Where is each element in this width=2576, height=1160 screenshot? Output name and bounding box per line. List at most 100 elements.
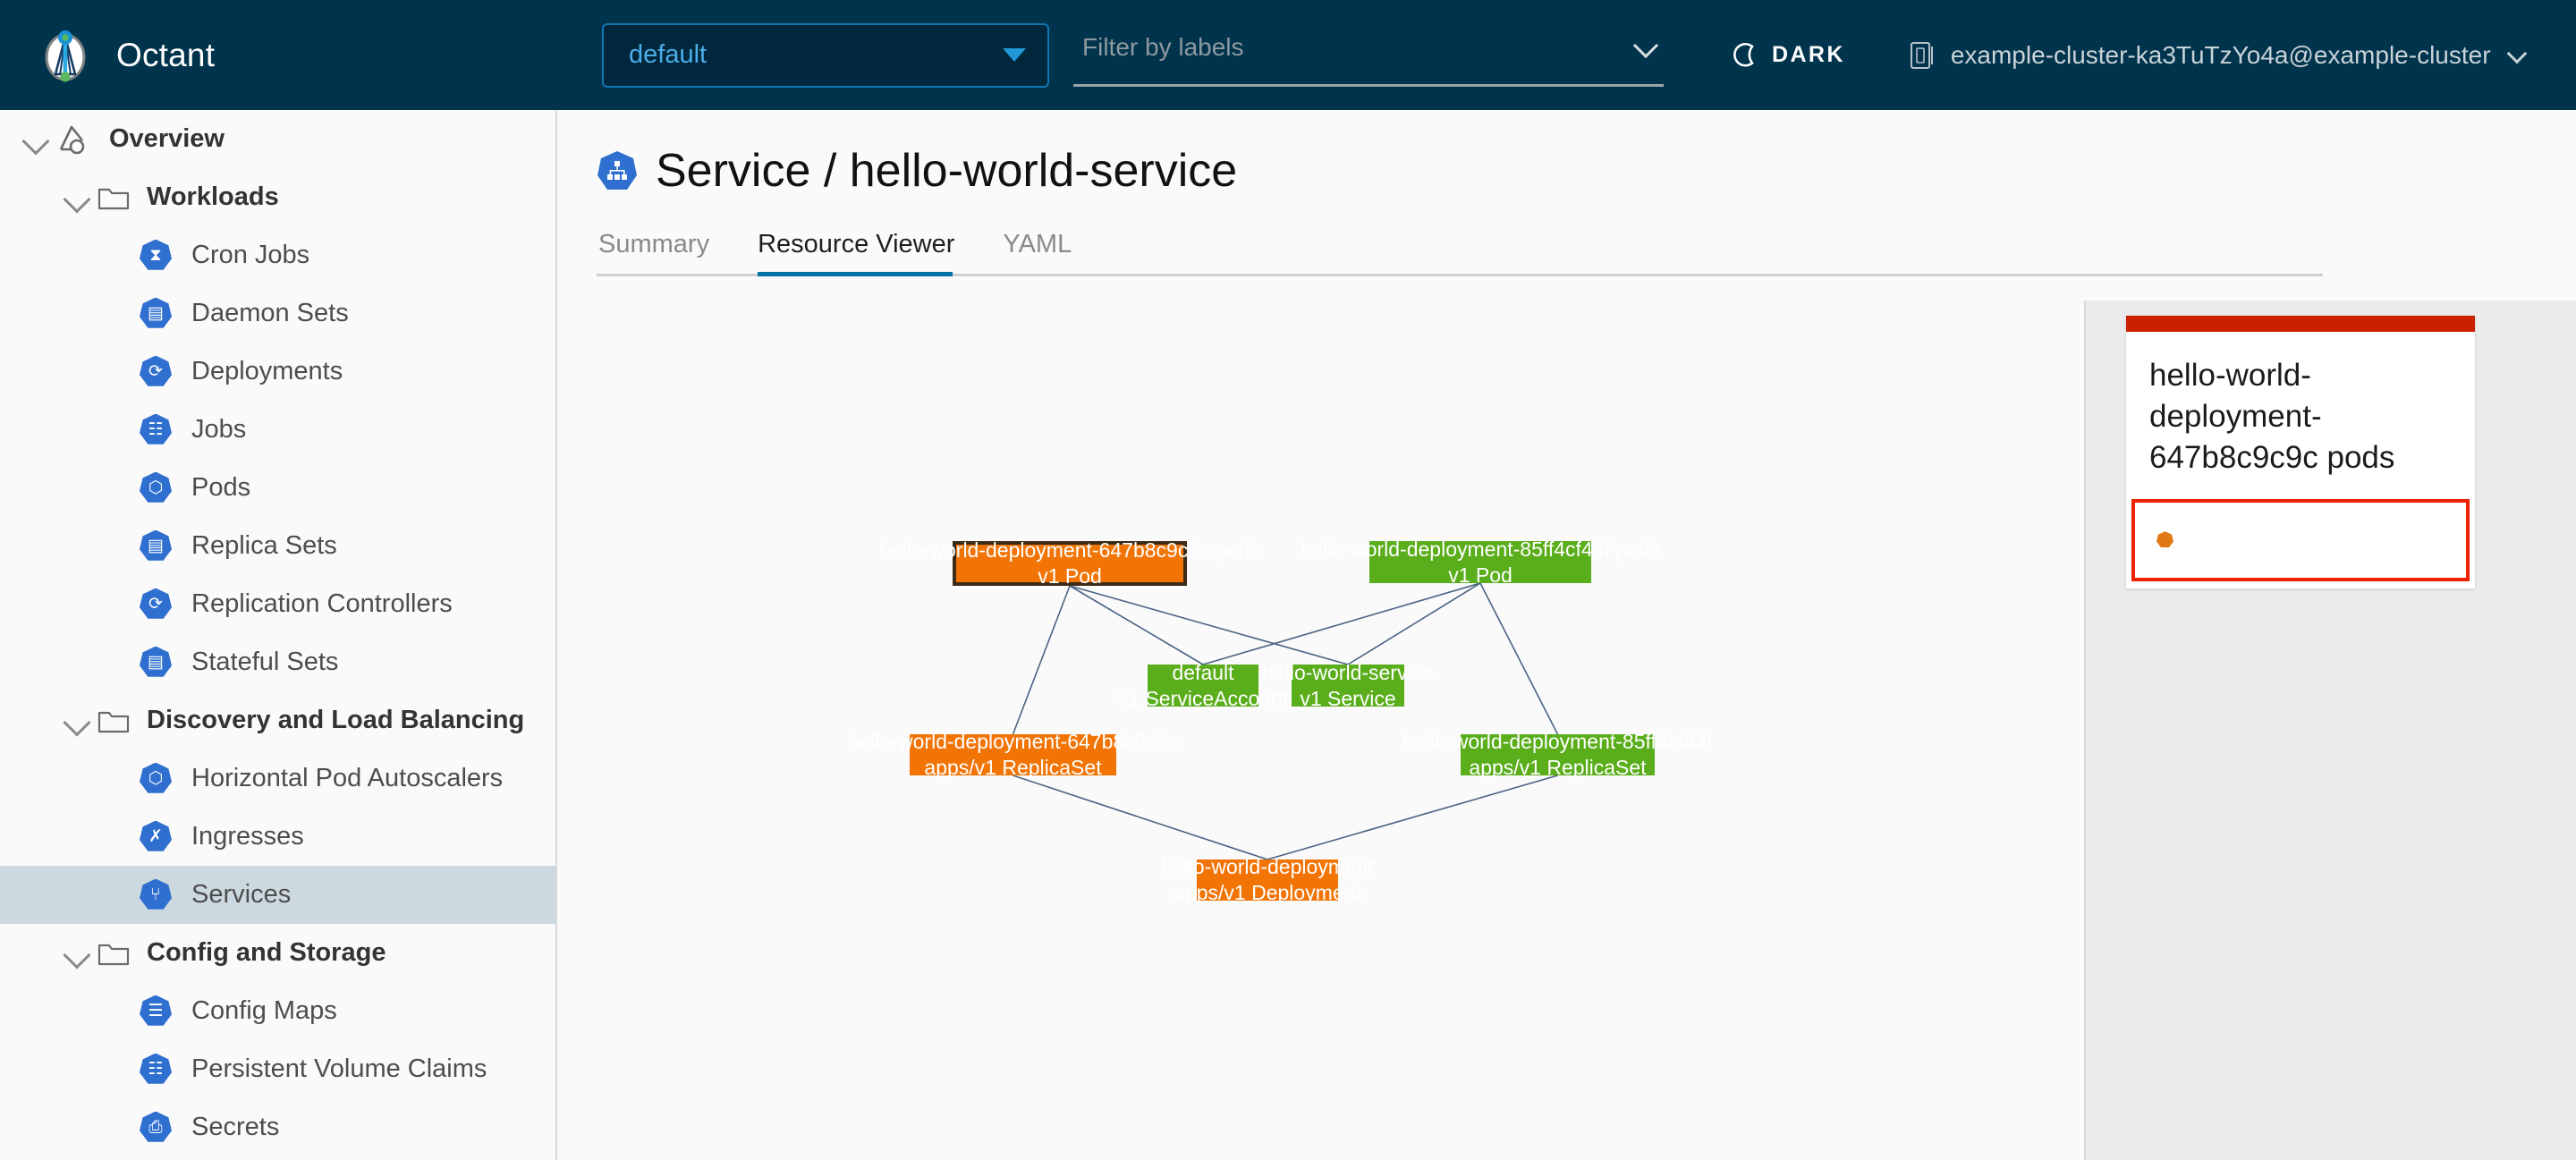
sidebar-item-cron-jobs[interactable]: ⧗ Cron Jobs <box>0 226 555 284</box>
sidebar-item-discovery-and-load-balancing[interactable]: Discovery and Load Balancing <box>0 691 555 749</box>
sidebar-item-pods[interactable]: ⬡ Pods <box>0 459 555 517</box>
sidebar-item-services[interactable]: ⑂ Services <box>0 866 555 924</box>
graph-node-name: hello-world-deployment-85ff4cf44f <box>1402 730 1713 754</box>
chevron-down-icon[interactable] <box>57 701 97 741</box>
cluster-icon <box>1910 40 1936 71</box>
octant-logo-icon <box>38 28 93 83</box>
resource-detail-card[interactable]: hello-world-deployment-647b8c9c9c pods <box>2126 316 2475 588</box>
pvc-icon: ☷ <box>140 1053 172 1086</box>
configmap-icon: ☰ <box>140 995 172 1028</box>
chevron-down-icon[interactable] <box>57 934 97 973</box>
sidebar-item-label: Discovery and Load Balancing <box>147 706 525 734</box>
sidebar-item-label: Deployments <box>191 357 343 385</box>
service-icon: ⑂ <box>140 878 172 911</box>
chevron-down-icon[interactable] <box>16 120 55 159</box>
graph-node-kind: apps/v1 Deployment <box>1174 881 1361 904</box>
pod-icon: ⬡ <box>140 471 172 504</box>
sidebar-item-ingresses[interactable]: ✗Ingresses <box>0 808 555 866</box>
sidebar-item-label: Pods <box>191 473 251 502</box>
replicaset-icon: ▤ <box>140 529 172 563</box>
page-header: Service / hello-world-service Summary Res… <box>559 110 2576 276</box>
page-title: Service / hello-world-service <box>656 145 1238 197</box>
folder-icon <box>97 181 131 215</box>
sidebar-item-label: Replication Controllers <box>191 589 453 618</box>
sidebar-item-label: Horizontal Pod Autoscalers <box>191 764 504 792</box>
folder-icon <box>97 704 131 738</box>
sidebar-item-secrets[interactable]: ⎙Secrets <box>0 1098 555 1156</box>
detail-panel: hello-world-deployment-647b8c9c9c pods <box>2084 301 2576 1160</box>
sidebar-item-horizontal-pod-autoscalers[interactable]: ⬡ Horizontal Pod Autoscalers <box>0 749 555 808</box>
sidebar-item-replica-sets[interactable]: ▤ Replica Sets <box>0 517 555 575</box>
graph-node-kind: v1 ServiceAccount <box>1117 686 1289 710</box>
sidebar-item-persistent-volume-claims[interactable]: ☷Persistent Volume Claims <box>0 1040 555 1098</box>
graph-edge <box>1069 585 1204 665</box>
deployment-icon: ⟳ <box>140 355 172 388</box>
caret-down-icon <box>1003 48 1026 62</box>
sidebar-item-overview[interactable]: Overview <box>0 110 555 168</box>
graph-edge <box>1202 582 1481 665</box>
sidebar-item-jobs[interactable]: ☷Jobs <box>0 401 555 459</box>
namespace-select[interactable]: default <box>602 22 1049 88</box>
card-status-box[interactable] <box>2131 498 2470 581</box>
sidebar-item-label: Overview <box>109 124 225 153</box>
sidebar-item-daemon-sets[interactable]: ▤Daemon Sets <box>0 284 555 343</box>
card-status-accent-bar <box>2126 316 2475 332</box>
sidebar-item-workloads[interactable]: Workloads <box>0 168 555 226</box>
graph-node-kind: v1 Pod <box>1038 564 1102 588</box>
sidebar-item-label: Stateful Sets <box>191 648 339 676</box>
statefulset-icon: ▤ <box>140 646 172 679</box>
cluster-selector[interactable]: example-cluster-ka3TuTzYo4a@example-clus… <box>1910 0 2527 110</box>
sidebar-item-label: Cron Jobs <box>191 241 310 269</box>
cronjob-icon: ⧗ <box>140 239 172 272</box>
label-filter-input[interactable]: Filter by labels <box>1073 30 1664 87</box>
tab-resource-viewer[interactable]: Resource Viewer <box>758 230 978 276</box>
graph-edge <box>1479 582 1559 735</box>
sidebar-item-label: Daemon Sets <box>191 299 349 327</box>
tab-yaml[interactable]: YAML <box>1003 230 1072 258</box>
sidebar-item-config-maps[interactable]: ☰ Config Maps <box>0 982 555 1040</box>
sidebar-item-label: Replica Sets <box>191 531 337 560</box>
tab-summary[interactable]: Summary <box>598 230 710 258</box>
chevron-down-icon[interactable] <box>1635 35 1657 56</box>
graph-node-name: hello-world-deployment-647b8c9c9c <box>847 730 1179 754</box>
brand-home-link[interactable]: Octant <box>0 0 557 110</box>
cluster-name: example-cluster-ka3TuTzYo4a@example-clus… <box>1950 40 2491 69</box>
sidebar-item-deployments[interactable]: ⟳ Deployments <box>0 343 555 401</box>
graph-node-kind: apps/v1 ReplicaSet <box>924 756 1102 779</box>
sidebar-item-label: Config and Storage <box>147 938 386 967</box>
service-icon <box>597 150 638 191</box>
card-title: hello-world-deployment-647b8c9c9c pods <box>2149 358 2395 476</box>
sidebar-item-replication-controllers[interactable]: ⟳Replication Controllers <box>0 575 555 633</box>
theme-toggle-label: DARK <box>1772 42 1845 67</box>
graph-node-name: default <box>1172 660 1234 684</box>
hpa-icon: ⬡ <box>140 762 172 795</box>
graph-edge <box>1012 585 1071 735</box>
chevron-down-icon[interactable] <box>2509 47 2527 64</box>
job-icon: ☷ <box>140 413 172 446</box>
graph-edge <box>1013 775 1268 860</box>
chevron-down-icon[interactable] <box>57 178 97 217</box>
graph-node-kind: apps/v1 ReplicaSet <box>1469 756 1647 779</box>
overview-icon <box>55 123 93 157</box>
theme-toggle-button[interactable]: DARK <box>1731 0 1845 110</box>
ingress-icon: ✗ <box>140 820 172 853</box>
label-filter-placeholder: Filter by labels <box>1082 32 1244 61</box>
main-content: Service / hello-world-service Summary Res… <box>559 110 2576 1160</box>
sidebar-item-config-and-storage[interactable]: Config and Storage <box>0 924 555 982</box>
sidebar-item-stateful-sets[interactable]: ▤ Stateful Sets <box>0 633 555 691</box>
app-name: Octant <box>116 36 216 73</box>
moon-icon <box>1731 40 1760 70</box>
sidebar-item-label: Services <box>191 880 292 909</box>
sidebar-item-label: Config Maps <box>191 996 337 1025</box>
graph-node-name: hello-world-deployment-647b8c9c9c pods <box>879 538 1260 563</box>
